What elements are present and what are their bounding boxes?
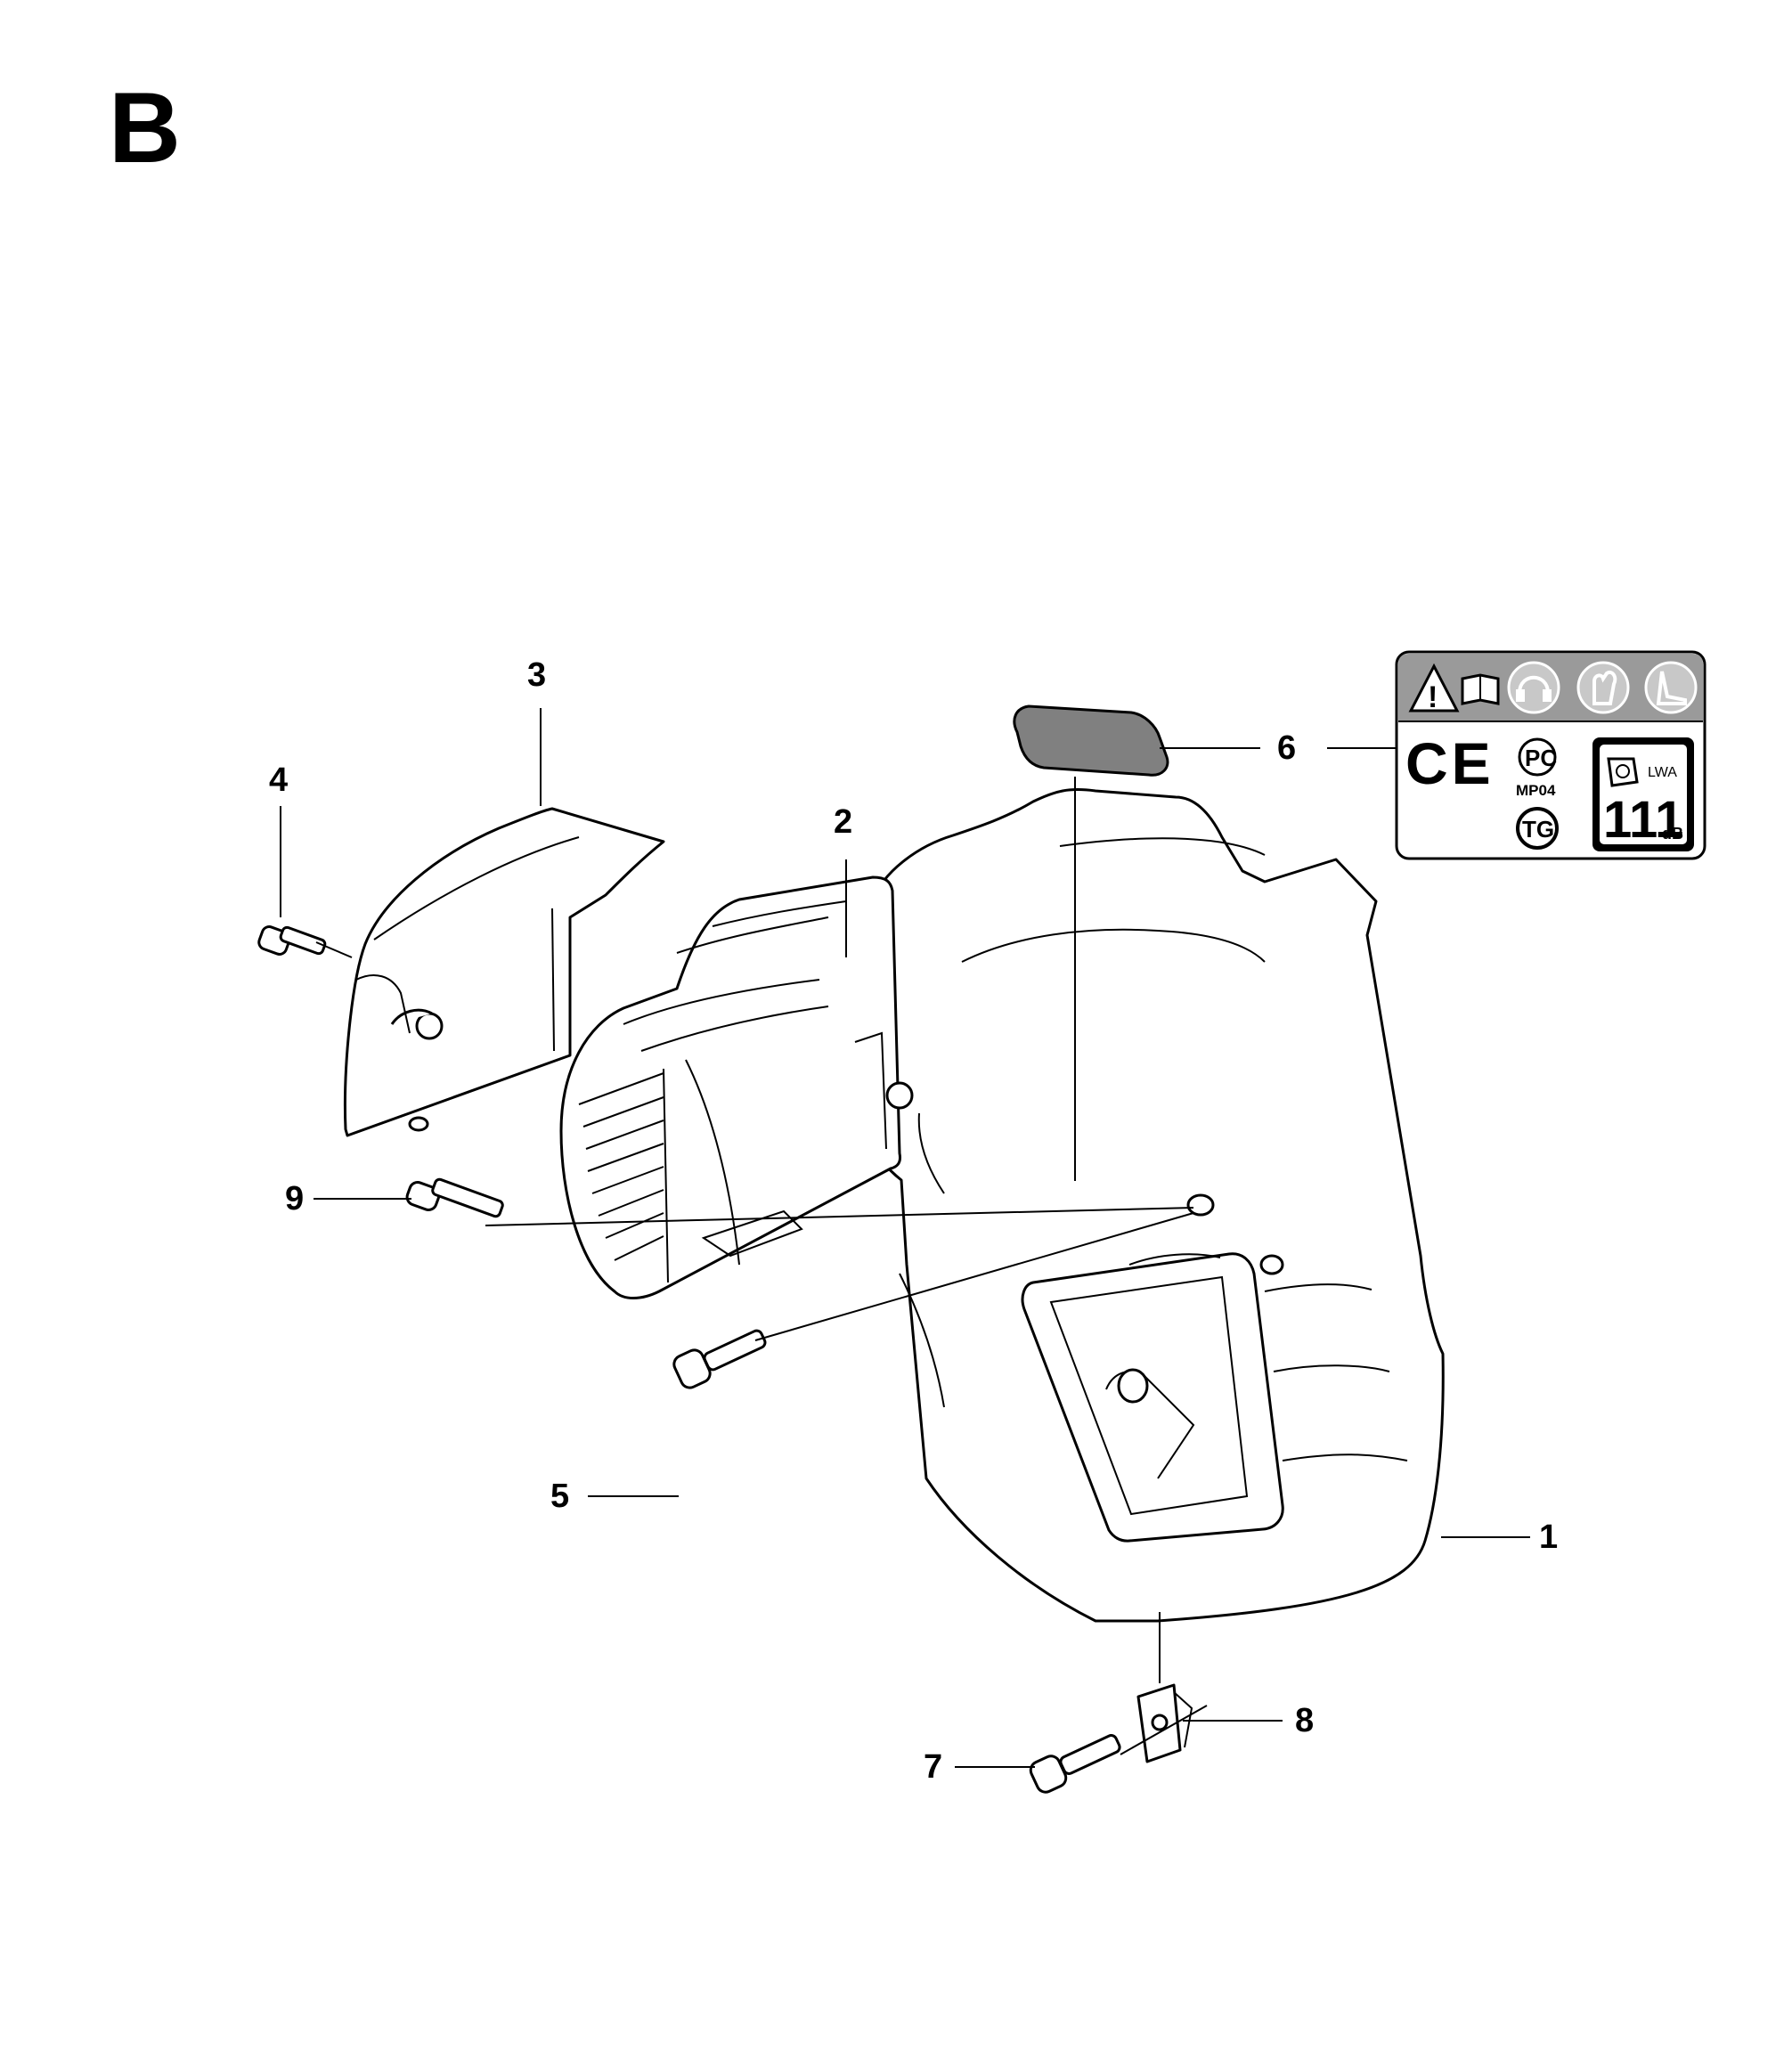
callout-2: 2 [834,803,852,841]
part-3-top-cover [343,807,665,1137]
warning-icon: ! [1408,663,1460,714]
callout-1: 1 [1539,1519,1558,1556]
callout-8: 8 [1295,1702,1314,1739]
leader-lines [280,708,1530,1768]
svg-text:PC: PC [1525,745,1557,771]
pct-mark: PC [1518,737,1557,777]
callout-3: 3 [527,656,546,694]
manual-book-icon [1461,673,1500,705]
callout-9: 9 [285,1180,304,1217]
callout-4: 4 [269,761,288,799]
callout-5: 5 [550,1478,569,1515]
part-5-screw [672,1329,767,1389]
noise-value: 111 [1603,791,1683,849]
glove-icon [1576,661,1630,714]
part-6-decal [1013,704,1169,777]
part-2-shroud [559,875,914,1299]
svg-text:TG: TG [1522,816,1554,843]
speaker-icon [1607,757,1639,787]
section-letter: B [109,72,181,183]
ear-protection-icon [1507,661,1560,714]
noise-unit: dB [1662,825,1683,843]
callouts: 3 4 2 9 5 6 1 8 7 [269,656,1558,1786]
part-7-screw [1029,1734,1121,1794]
part-4-screw [257,925,327,956]
part-9-screw [405,1177,504,1218]
callout-6: 6 [1277,729,1296,767]
tg-mark: TG [1516,807,1559,850]
lwa-label: LWA [1648,765,1677,780]
boot-icon [1644,661,1698,714]
svg-text:!: ! [1428,680,1438,714]
ce-mark: CE [1405,730,1495,796]
mp04-label: MP04 [1516,782,1556,799]
part-8-clip-nut [1136,1683,1193,1763]
callout-7: 7 [924,1748,942,1786]
decal-detail-panel: ! CE PC [1395,650,1706,860]
part-1-cylinder-cover [859,788,1445,1623]
